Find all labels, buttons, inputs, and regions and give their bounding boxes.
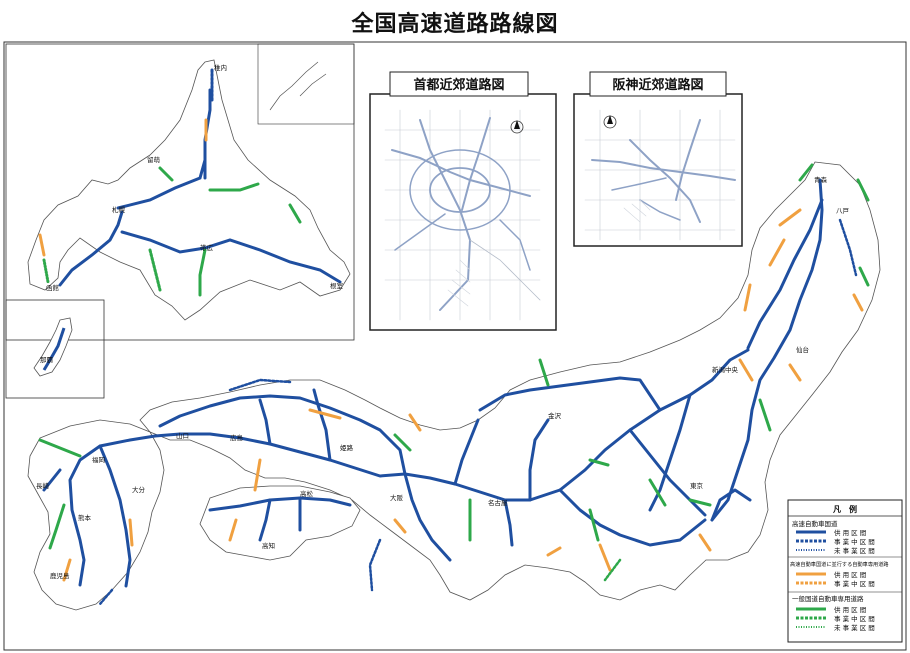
place-nagoya: 名古屋	[488, 498, 508, 507]
main-roads-national	[38, 163, 870, 550]
kuril-inset-frame	[257, 43, 355, 125]
place-hachinohe: 八戸	[836, 207, 850, 215]
map-title: 全国高速道路路線図	[351, 12, 559, 37]
main-roads-planned	[98, 218, 858, 606]
place-sapporo: 札幌	[112, 205, 126, 214]
legend-open-2: 供 用 区 間	[834, 570, 866, 579]
main-roads-expressway	[42, 178, 824, 588]
legend-open-3: 供 用 区 間	[834, 605, 866, 614]
place-nagasaki: 長崎	[36, 481, 50, 490]
hokkaido-roads	[38, 68, 342, 297]
legend-section3: 一般国道自動車専用道路	[792, 594, 864, 603]
place-kanazawa: 金沢	[548, 411, 562, 420]
place-wakkanai: 稚内	[214, 63, 227, 72]
place-hakodate: 函館	[46, 283, 60, 292]
legend-work-2: 事 業 中 区 間	[834, 579, 875, 588]
legend-plan-3: 未 事 業 区 間	[834, 623, 875, 632]
hanshin-inset-titlebox	[589, 71, 727, 97]
hokkaido-landmass	[27, 59, 351, 321]
legend-work-1: 事 業 中 区 間	[834, 537, 875, 546]
okinawa-road	[42, 327, 66, 371]
hokkaido-inset-frame	[5, 43, 355, 341]
place-tokyo: 東京	[690, 481, 704, 490]
place-kochi: 高知	[262, 541, 275, 550]
place-kumamoto: 熊本	[78, 513, 92, 522]
shikoku-landmass	[199, 485, 361, 561]
legend-title: 凡 例	[833, 504, 857, 514]
place-yamaguchi: 山口	[176, 431, 189, 440]
okinawa-inset-frame	[5, 299, 105, 399]
place-obihiro: 帯広	[200, 243, 214, 252]
okinawa-landmass	[33, 317, 73, 377]
place-aomori: 青森	[814, 175, 828, 184]
place-osaka: 大阪	[390, 493, 404, 502]
legend-work-3: 事 業 中 区 間	[834, 614, 875, 623]
place-fukuoka: 福岡	[92, 455, 105, 464]
kuril-islands	[269, 61, 327, 111]
legend: 凡 例 高速自動車国道 供 用 区 間 事 業 中 区 間 未 事 業 区 間 …	[787, 499, 903, 643]
legend-section1: 高速自動車国道	[792, 519, 838, 528]
place-takamatsu: 高松	[300, 489, 314, 498]
place-kagoshima: 鹿児島	[50, 571, 70, 580]
legend-open-1: 供 用 区 間	[834, 528, 866, 537]
place-labels: 稚内 留萌 札幌 函館 帯広 根室 青森 八戸 仙台 新潟中央 東京 金沢 名古…	[36, 63, 850, 580]
place-himeji: 姫路	[340, 443, 354, 452]
tokyo-inset-titlebox	[389, 71, 529, 97]
place-oita: 大分	[132, 485, 146, 494]
legend-plan-1: 未 事 業 区 間	[834, 546, 875, 555]
place-rumoi: 留萌	[147, 155, 161, 164]
place-hiroshima: 広島	[230, 433, 244, 442]
honshu-landmass	[139, 161, 881, 601]
tokyo-inset-map	[384, 109, 541, 321]
hanshin-inset-title: 阪神近郊道路図	[612, 77, 703, 93]
place-niigata: 新潟中央	[712, 365, 739, 374]
hanshin-inset-map	[584, 109, 736, 241]
main-roads-parallel	[62, 208, 864, 582]
place-sendai: 仙台	[796, 345, 809, 354]
map-frame	[3, 41, 907, 651]
legend-section2: 高速自動車国道に並行する自動車専用道路	[790, 560, 889, 568]
tokyo-inset-title: 首都近郊道路図	[413, 77, 504, 93]
place-nemuro: 根室	[330, 281, 344, 290]
place-naha: 那覇	[40, 356, 54, 364]
